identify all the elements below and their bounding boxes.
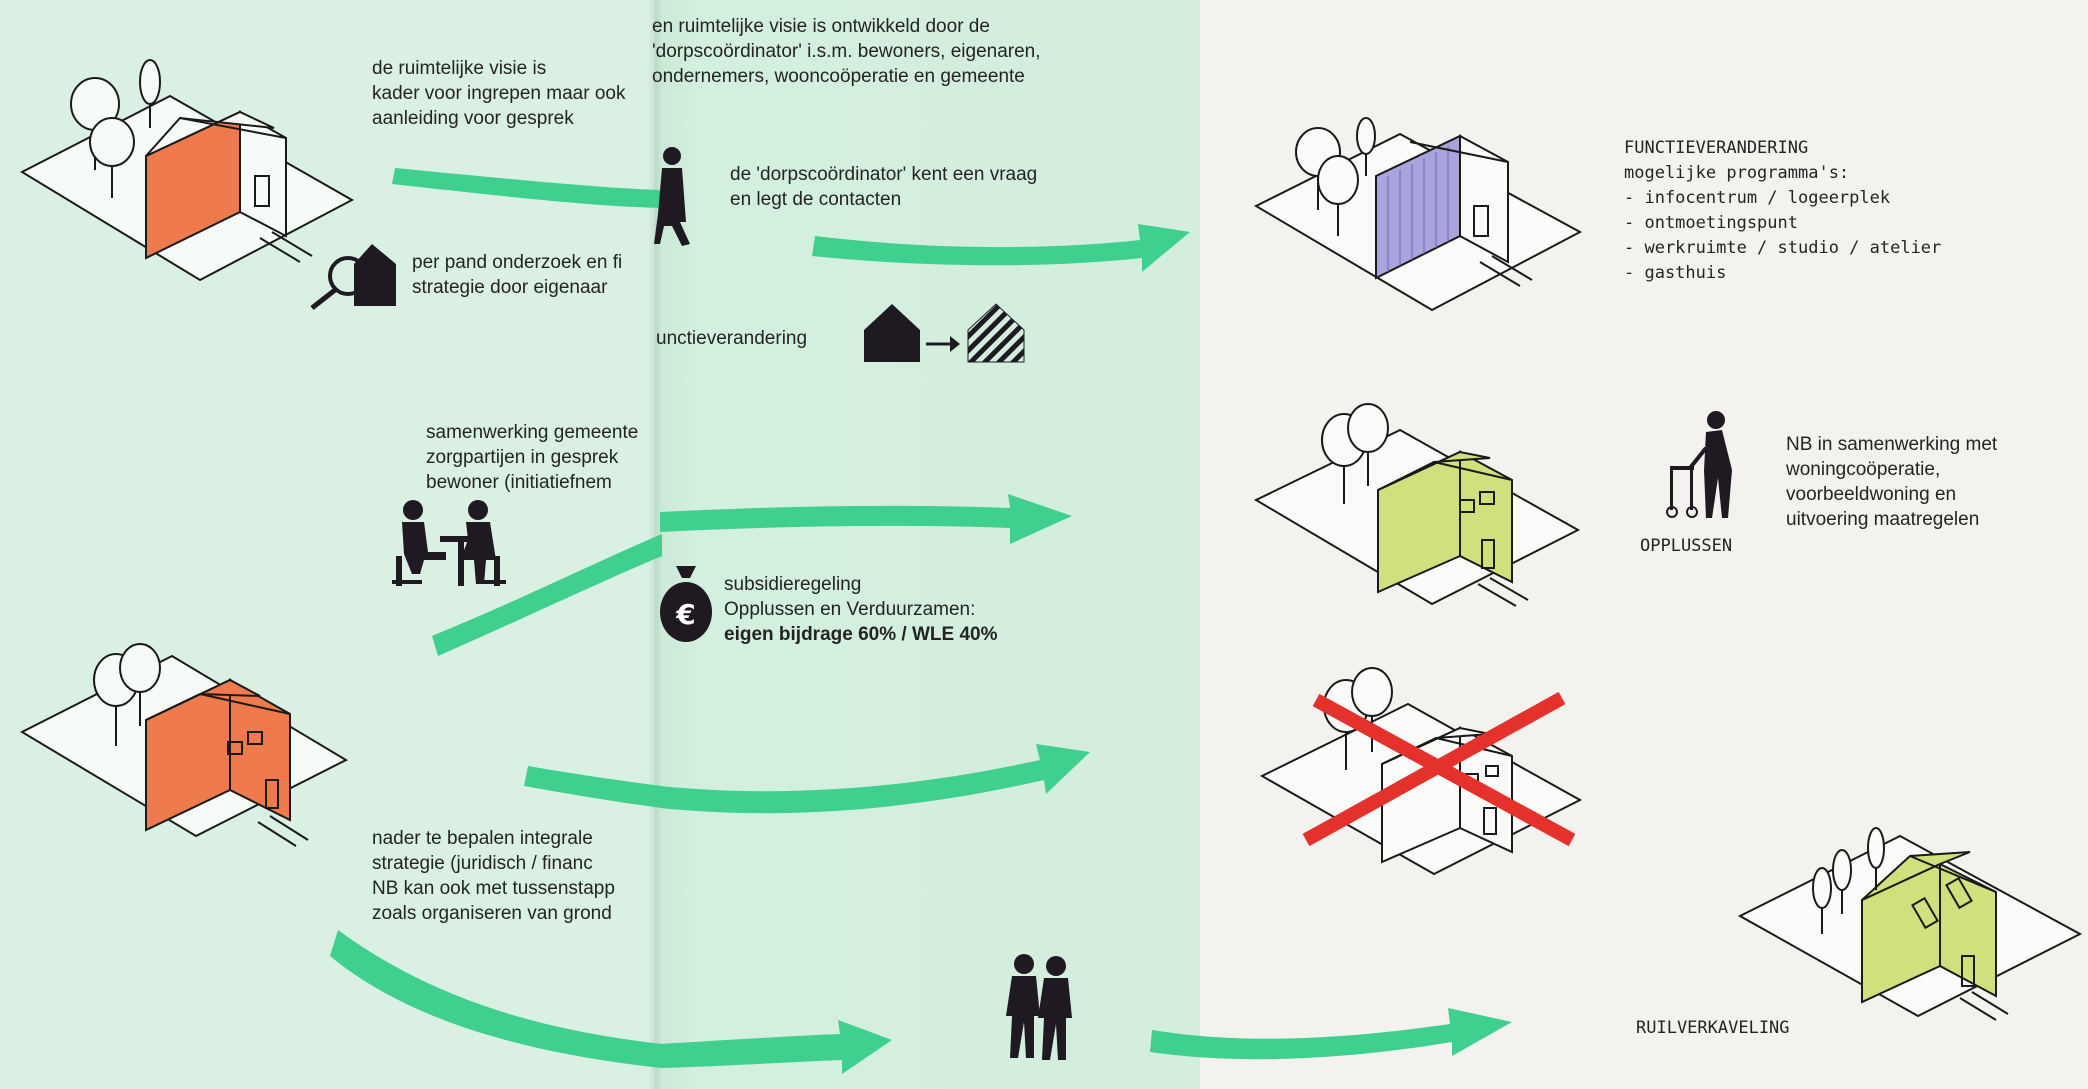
arrow-5	[524, 766, 662, 808]
elderly-walker-icon	[1666, 411, 1732, 518]
magnifier-house-icon	[310, 244, 396, 310]
opplussen-label: OPPLUSSEN	[1640, 536, 1733, 556]
subsidie-line2: Opplussen en Verduurzamen:	[724, 599, 976, 620]
house-purple	[1253, 117, 1583, 312]
functieverandering-label: unctieverandering	[656, 328, 808, 349]
arrow-3	[660, 494, 1072, 544]
house-green-opplussen	[1253, 403, 1581, 607]
samenwerking-text: samenwerking gemeente zorgpartijen in ge…	[426, 422, 639, 493]
subsidie-line1: subsidieregeling	[724, 574, 862, 595]
meeting-people-icon	[392, 500, 506, 586]
house-demolished	[1259, 667, 1583, 876]
coordinator-text: de 'dorpscoördinator' kent een vraag en …	[730, 164, 1038, 210]
svg-text:€: €	[675, 598, 695, 631]
arrow-1	[392, 168, 660, 208]
middle-page-background	[655, 0, 1200, 1089]
arrow-2	[812, 224, 1190, 272]
arrow-9	[1150, 1008, 1512, 1060]
programmas-list: mogelijke programma's: - infocentrum / l…	[1624, 163, 1942, 283]
ruilverkaveling-label: RUILVERKAVELING	[1636, 1018, 1790, 1038]
red-cross-icon	[1302, 691, 1576, 847]
visie-kader-text: de ruimtelijke visie is kader voor ingre…	[372, 58, 626, 129]
house-green-ruilverkaveling	[1737, 827, 2083, 1021]
functieverandering-title: FUNCTIEVERANDERING	[1624, 138, 1809, 158]
visie-ontwikkeld-text: en ruimtelijke visie is ontwikkeld door …	[652, 16, 1041, 87]
onderzoek-text: per pand onderzoek en fi strategie door …	[412, 252, 623, 298]
house-orange-top	[19, 59, 355, 282]
integrale-strategie-text: nader te bepalen integrale strategie (ju…	[372, 828, 615, 924]
walking-person-icon	[654, 147, 690, 246]
arrow-4	[432, 534, 662, 656]
arrow-7	[330, 930, 662, 1068]
arrow-8	[660, 1020, 892, 1074]
two-people-walking-icon	[1006, 954, 1072, 1060]
house-orange-bottom	[19, 643, 349, 847]
arrow-6	[660, 744, 1090, 814]
subsidie-bold: eigen bijdrage 60% / WLE 40%	[724, 624, 998, 645]
euro-moneybag-icon: €	[660, 566, 712, 642]
house-to-hatched-house-icon	[864, 303, 1025, 363]
nb-opplussen-text: NB in samenwerking met woningcoöperatie,…	[1786, 434, 1998, 530]
